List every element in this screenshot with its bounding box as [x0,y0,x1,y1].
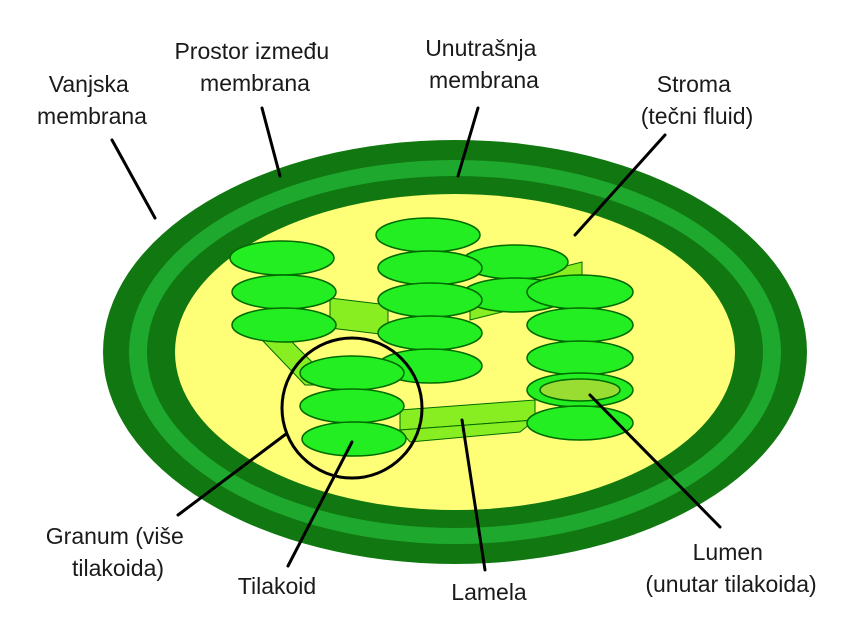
label-lamella: Lamela [451,579,527,605]
grana [229,217,634,457]
thylakoid-disc [526,274,634,310]
thylakoid-disc [377,282,483,318]
thylakoid-disc [526,307,634,343]
granum-highlight-circle [280,336,424,480]
leader-intermembrane-space [260,106,282,178]
thylakoid-disc [526,340,634,376]
thylakoid-disc [231,307,337,343]
label-stroma: Stroma (tečni fluid) [641,71,753,129]
thylakoid-disc [299,388,405,424]
label-intermembrane-space: Prostor između membrana [174,38,335,96]
label-thylakoid: Tilakoid [238,573,316,599]
thylakoid-disc [299,355,405,391]
label-lumen: Lumen (unutar tilakoida) [645,539,816,597]
thylakoid-disc [229,240,335,276]
thylakoid-disc [231,274,337,310]
leader-lamella [460,418,487,572]
leader-stroma [573,133,667,237]
leader-inner-membrane [456,106,480,178]
leader-thylakoid [286,440,354,568]
label-inner-membrane: Unutrašnja membrana [425,35,543,93]
label-granum: Granum (više tilakoida) [46,523,190,581]
leader-lines [110,106,722,572]
thylakoid-disc [301,421,407,457]
thylakoid-disc [526,405,634,441]
leader-granum [176,432,288,517]
leader-outer-membrane [110,138,157,220]
thylakoid-disc [377,250,483,286]
thylakoid-disc [377,315,483,351]
label-outer-membrane: Vanjska membrana [37,71,147,129]
leader-lumen [588,393,722,529]
thylakoid-disc [375,217,481,253]
labels: Vanjska membrana Prostor između membrana… [37,35,817,605]
lumen [539,378,621,402]
